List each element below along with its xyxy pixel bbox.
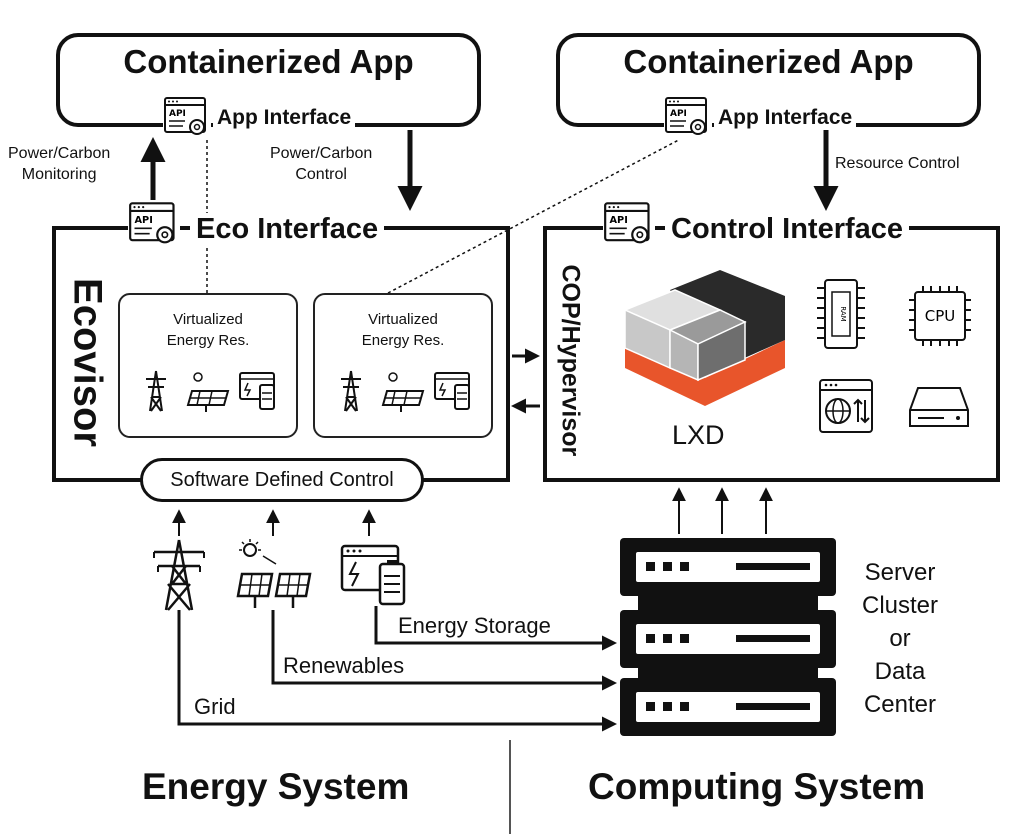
virtualized-energy-res-1: Virtualized Energy Res.: [118, 293, 298, 438]
transmission-tower-icon: [146, 370, 166, 412]
eco-interface-label: Eco Interface: [190, 213, 385, 246]
control-interface-label: Control Interface: [665, 213, 910, 246]
server-unit-2: [620, 610, 836, 668]
battery-storage-icon: [340, 544, 406, 606]
virtualized-energy-res-2-label: Virtualized Energy Res.: [361, 311, 445, 349]
energy-storage-label: Energy Storage: [398, 613, 551, 638]
solar-panel-icon: [236, 539, 312, 608]
hypervisor-side-label: COP/Hypervisor: [556, 264, 585, 457]
dotted-link-right: [387, 133, 691, 294]
api-window-gear-icon: API: [163, 96, 211, 140]
virtualized-energy-res-2: Virtualized Energy Res.: [313, 293, 493, 438]
energy-icons-row-2: [341, 370, 470, 412]
svg-text:API: API: [169, 109, 186, 119]
right-app-interface-label: App Interface: [714, 106, 857, 130]
resource-control-label: Resource Control: [835, 155, 960, 172]
monitoring-label: Power/Carbon Monitoring: [8, 145, 111, 183]
solar-panel-icon: [186, 372, 230, 412]
storage-flow-line: [374, 606, 617, 651]
api-window-gear-icon: API: [128, 200, 180, 250]
server-cluster-label: Server Cluster or Data Center: [861, 559, 939, 718]
ram-label: RAM: [839, 306, 847, 321]
computing-system-label: Computing System: [588, 766, 926, 807]
disk-drive-icon: [909, 387, 969, 427]
energy-icons-row-1: [146, 370, 275, 412]
renewables-flow-line: [271, 610, 617, 691]
cpu-label: CPU: [925, 307, 956, 325]
server-unit-3: [620, 678, 836, 736]
grid-label: Grid: [194, 694, 236, 719]
cpu-chip-icon: CPU: [909, 286, 971, 346]
api-window-gear-icon: API: [603, 200, 655, 250]
lxd-logo: [623, 270, 785, 406]
svg-text:API: API: [670, 109, 687, 119]
network-globe-icon: [819, 379, 873, 433]
software-defined-control: Software Defined Control: [140, 458, 424, 502]
transmission-tower-icon: [341, 370, 361, 412]
lxd-label: LXD: [672, 420, 725, 450]
energy-system-label: Energy System: [142, 766, 410, 807]
sdc-label: Software Defined Control: [170, 468, 394, 491]
left-app-box: Containerized App: [56, 33, 481, 127]
right-app-title: Containerized App: [623, 43, 914, 80]
left-app-interface-label: App Interface: [213, 106, 356, 130]
api-window-gear-icon: API: [664, 96, 712, 140]
solar-panel-icon: [381, 372, 425, 412]
virtualized-energy-res-1-label: Virtualized Energy Res.: [166, 311, 250, 349]
grid-flow-line: [177, 610, 617, 732]
battery-storage-icon: [434, 372, 470, 410]
left-app-title: Containerized App: [123, 43, 414, 80]
server-unit-1: [620, 538, 836, 596]
renewables-label: Renewables: [283, 653, 405, 678]
transmission-tower-icon: [153, 539, 205, 611]
control-label: Power/Carbon Control: [270, 145, 373, 183]
ram-chip-icon: RAM: [817, 279, 865, 349]
ecovisor-side-label: Ecovisor: [65, 278, 110, 447]
battery-storage-icon: [239, 372, 275, 410]
server-rack-icon: [620, 538, 836, 736]
svg-text:API: API: [610, 215, 628, 226]
svg-text:API: API: [135, 215, 153, 226]
